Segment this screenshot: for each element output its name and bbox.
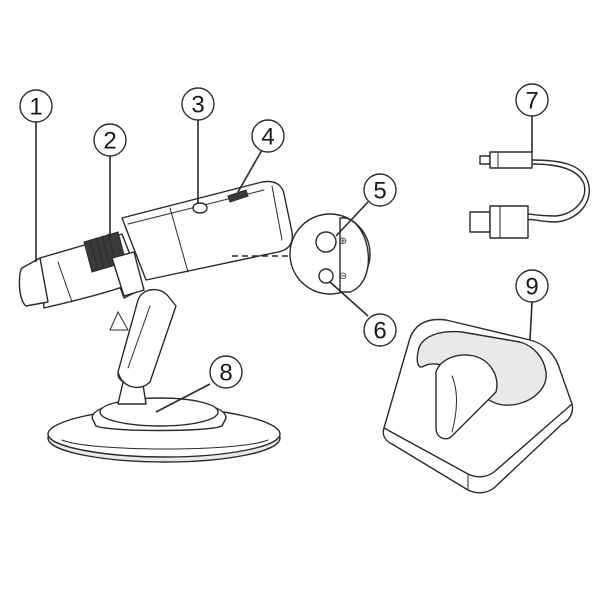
callout-3: 3 xyxy=(181,87,215,121)
callout-5: 5 xyxy=(363,173,397,207)
storage-cradle xyxy=(382,318,574,494)
usb-cable xyxy=(469,151,590,239)
callout-5-label: 5 xyxy=(373,178,386,205)
callout-leaders xyxy=(35,116,533,413)
microscope xyxy=(18,180,294,309)
callout-1-label: 1 xyxy=(29,94,42,121)
callout-2: 2 xyxy=(93,123,127,157)
button-detail-view: ⊕ ⊖ xyxy=(232,213,371,295)
callout-8-label: 8 xyxy=(219,360,232,387)
minus-symbol: ⊖ xyxy=(339,271,347,282)
callout-4-label: 4 xyxy=(261,124,274,151)
callout-6-label: 6 xyxy=(373,318,386,345)
callout-1: 1 xyxy=(19,89,53,123)
callout-4: 4 xyxy=(251,119,285,153)
callout-6: 6 xyxy=(363,313,397,347)
callout-8: 8 xyxy=(209,355,243,389)
plus-symbol: ⊕ xyxy=(339,236,347,247)
callout-3-label: 3 xyxy=(191,92,204,119)
callout-7-label: 7 xyxy=(525,88,538,115)
callout-7: 7 xyxy=(515,83,549,117)
zoom-out-button xyxy=(318,268,334,284)
zoom-in-button xyxy=(315,231,337,253)
callout-9: 9 xyxy=(515,269,549,303)
callout-9-label: 9 xyxy=(525,274,538,301)
callout-2-label: 2 xyxy=(103,128,116,155)
